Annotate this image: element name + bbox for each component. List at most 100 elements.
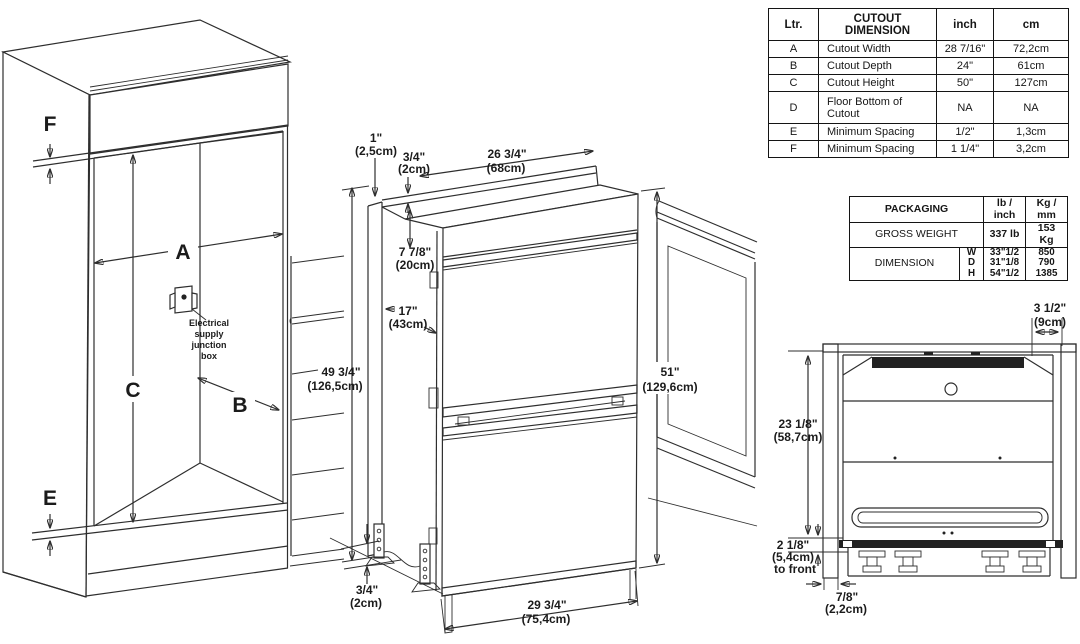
top-view-dimension-arrows xyxy=(788,318,1063,590)
dim-top-gap-cm: (2,5cm) xyxy=(355,144,397,158)
hinge-feet xyxy=(858,550,1046,573)
dimension-inch-values: 33"1/2 31"1/8 54"1/2 xyxy=(983,246,1027,282)
dim-upper-h-cm: (20cm) xyxy=(396,258,435,272)
appliance-top-view xyxy=(839,352,1063,577)
cell-dimension: Cutout Width xyxy=(818,40,937,59)
gross-weight-label: GROSS WEIGHT xyxy=(848,222,985,248)
col-kg-mm: Kg / mm xyxy=(1025,196,1069,223)
cutout-right-wall xyxy=(1060,343,1077,579)
refrigerator-unit xyxy=(404,184,639,634)
cell-dimension: Cutout Height xyxy=(818,74,937,92)
gross-weight-kg: 153 Kg xyxy=(1025,222,1069,248)
cell-cm: 127cm xyxy=(993,74,1069,92)
junction-box-icon xyxy=(169,285,207,321)
dim-total-h-in: 51" xyxy=(660,365,679,379)
cell-inch: 1 1/4" xyxy=(936,140,994,158)
col-cm: cm xyxy=(993,7,1069,42)
product-dimension-drawing: 1" (2,5cm) 3/4" (2cm) 26 3/4" (68cm) 7 7… xyxy=(307,131,758,634)
dimension-mm-values: 850 790 1385 xyxy=(1025,246,1069,282)
table-header-row: Ltr. CUTOUT DIMENSION inch cm xyxy=(768,7,1069,42)
dimension-label: DIMENSION xyxy=(849,246,960,282)
cell-dimension: Cutout Depth xyxy=(818,57,937,76)
dim-front-gap-note: to front xyxy=(774,562,816,576)
dim-top-depth-in: 26 3/4" xyxy=(487,147,526,161)
dim-width-in: 29 3/4" xyxy=(527,598,566,612)
dimension-axes: W D H xyxy=(958,246,985,282)
svg-text:Electrical: Electrical xyxy=(189,318,229,328)
dim-bottom-gap-cm: (2cm) xyxy=(350,596,382,610)
dim-front-gap-in: 2 1/8" xyxy=(777,538,809,552)
label-a: A xyxy=(175,241,190,264)
label-c: C xyxy=(125,379,140,402)
col-lb-inch: lb / inch xyxy=(983,196,1027,223)
table-row: F Minimum Spacing 1 1/4" 3,2cm xyxy=(768,140,1069,158)
dim-front-gap-cm: (5,4cm) xyxy=(772,550,814,564)
table-row: B Cutout Depth 24" 61cm xyxy=(768,57,1069,76)
cell-ltr: C xyxy=(768,74,819,92)
table-row: A Cutout Width 28 7/16" 72,2cm xyxy=(768,40,1069,59)
cabinet-cutout-drawing: F A C B E Electrical supply junction box xyxy=(1,19,345,598)
mounting-brackets xyxy=(329,523,444,595)
cutout-back-wall xyxy=(822,343,1077,353)
cell-dimension: Minimum Spacing xyxy=(818,123,937,142)
dim-bottom-gap-in: 3/4" xyxy=(356,583,378,597)
dim-top-depth-cm: (68cm) xyxy=(487,161,526,175)
packaging-title: PACKAGING xyxy=(848,196,985,223)
cell-inch: 24" xyxy=(936,57,994,76)
label-e: E xyxy=(43,487,57,510)
table-row: D Floor Bottom of Cutout NA NA xyxy=(768,90,1069,125)
mounting-frame xyxy=(367,165,600,557)
cell-inch: 50" xyxy=(936,74,994,92)
label-b: B xyxy=(232,394,247,417)
label-f: F xyxy=(44,113,57,136)
dim-total-h-cm: (129,6cm) xyxy=(642,380,697,394)
cutout-left-wall xyxy=(822,343,839,579)
table-row: DIMENSION W D H 33"1/2 31"1/8 54"1/2 850… xyxy=(849,246,1069,282)
cell-cm: 1,3cm xyxy=(993,123,1069,142)
cell-cm: NA xyxy=(993,90,1069,125)
dim-frame-h-cm: (126,5cm) xyxy=(307,379,362,393)
dim-frame-d-in: 17" xyxy=(398,304,417,318)
dim-side-gap-in: 3 1/2" xyxy=(1034,301,1066,315)
cell-ltr: A xyxy=(768,40,819,59)
cell-inch: 28 7/16" xyxy=(936,40,994,59)
cell-cm: 72,2cm xyxy=(993,40,1069,59)
cell-cm: 61cm xyxy=(993,57,1069,76)
svg-text:junction: junction xyxy=(191,340,227,350)
cell-ltr: F xyxy=(768,140,819,158)
dim-depth-cm: (58,7cm) xyxy=(774,430,823,444)
table-header-row: PACKAGING lb / inch Kg / mm xyxy=(848,196,1069,223)
cell-ltr: E xyxy=(768,123,819,142)
table-row: E Minimum Spacing 1/2" 1,3cm xyxy=(768,123,1069,142)
dim-upper-h-in: 7 7/8" xyxy=(399,245,431,259)
cell-dimension: Floor Bottom of Cutout xyxy=(818,90,937,125)
gross-weight-lb: 337 lb xyxy=(983,222,1027,248)
top-view-drawing: 3 1/2" (9cm) 23 1/8" (58,7cm) 2 1/8" (5,… xyxy=(772,301,1077,616)
svg-text:box: box xyxy=(201,351,217,361)
cutout-dimension-table: Ltr. CUTOUT DIMENSION inch cm A Cutout W… xyxy=(768,7,1069,158)
cell-dimension: Minimum Spacing xyxy=(818,140,937,158)
cell-ltr: D xyxy=(768,90,819,125)
cell-cm: 3,2cm xyxy=(993,140,1069,158)
dim-side-gap-cm: (9cm) xyxy=(1034,315,1066,329)
dim-frame-d-cm: (43cm) xyxy=(389,317,428,331)
col-dimension: CUTOUT DIMENSION xyxy=(818,7,937,42)
dim-rail-cm: (2cm) xyxy=(398,162,430,176)
adjacent-shelving xyxy=(289,255,345,567)
dim-width-cm: (75,4cm) xyxy=(522,612,571,626)
table-row: C Cutout Height 50" 127cm xyxy=(768,74,1069,92)
dim-top-gap-in: 1" xyxy=(370,131,382,145)
junction-box-note: Electrical supply junction box xyxy=(189,318,229,361)
cell-inch: 1/2" xyxy=(936,123,994,142)
cell-inch: NA xyxy=(936,90,994,125)
col-ltr: Ltr. xyxy=(768,7,819,42)
dim-rail-in: 3/4" xyxy=(403,150,425,164)
dim-frame-h-in: 49 3/4" xyxy=(321,365,360,379)
svg-text:supply: supply xyxy=(194,329,223,339)
dim-wall-in: 7/8" xyxy=(836,590,858,604)
packaging-table: PACKAGING lb / inch Kg / mm GROSS WEIGHT… xyxy=(848,196,1069,282)
dim-wall-cm: (2,2cm) xyxy=(825,602,867,616)
col-inch: inch xyxy=(936,7,994,42)
